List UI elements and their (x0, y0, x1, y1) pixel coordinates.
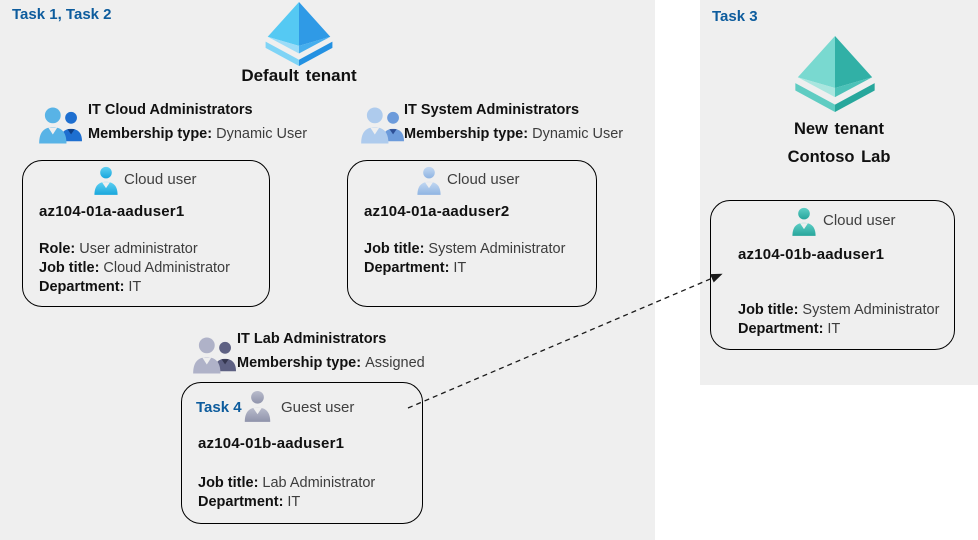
job-title-value: System Administrator (428, 241, 566, 257)
group-it-cloud-administrators: IT Cloud Administrators Membership type:… (88, 102, 307, 144)
user-name: az104-01b-aaduser1 (198, 435, 345, 452)
group-it-lab-administrators: IT Lab Administrators Membership type:As… (237, 331, 425, 373)
job-title-label: Job title: (364, 241, 425, 257)
membership-type-label: Membership type: (404, 126, 529, 142)
user-type-label: Guest user (281, 399, 355, 416)
task-3-label: Task 3 (712, 8, 758, 25)
user-type-label: Cloud user (823, 212, 896, 229)
department-value: IT (827, 321, 841, 337)
job-title-line: Job title:System Administrator (364, 240, 565, 259)
department-label: Department: (198, 494, 284, 510)
department-value: IT (128, 279, 142, 295)
role-value: User administrator (79, 241, 198, 257)
membership-type-line: Membership type:Dynamic User (404, 125, 623, 144)
new-tenant-title-line1: New tenant (793, 120, 884, 138)
membership-type-value: Dynamic User (216, 126, 308, 142)
department-value: IT (453, 260, 467, 276)
department-value: IT (287, 494, 301, 510)
job-title-label: Job title: (738, 302, 799, 318)
membership-type-value: Dynamic User (532, 126, 624, 142)
group-icon-lab-admins (192, 335, 238, 377)
new-tenant-title-line2: Contoso Lab (787, 148, 891, 166)
department-line: Department:IT (39, 278, 141, 297)
cloud-user-icon (416, 166, 442, 196)
cloud-user-icon (791, 207, 817, 237)
card-newtenant-az104-01b-aaduser1: Cloud user az104-01b-aaduser1 Job title:… (710, 200, 955, 350)
card-az104-01a-aaduser1: Cloud user az104-01a-aaduser1 Role:User … (22, 160, 270, 307)
task-4-label: Task 4 (196, 399, 242, 416)
user-name: az104-01a-aaduser1 (39, 203, 185, 220)
role-line: Role:User administrator (39, 240, 198, 259)
task-1-2-label: Task 1, Task 2 (12, 6, 112, 23)
department-line: Department:IT (738, 320, 840, 339)
membership-type-label: Membership type: (88, 126, 213, 142)
card-az104-01a-aaduser2: Cloud user az104-01a-aaduser2 Job title:… (347, 160, 597, 307)
guest-user-icon (243, 390, 272, 423)
department-label: Department: (738, 321, 824, 337)
card-guest-az104-01b-aaduser1: Task 4 Guest user az104-01b-aaduser1 Job… (181, 382, 423, 524)
user-name: az104-01b-aaduser1 (738, 246, 885, 263)
group-title: IT System Administrators (404, 102, 580, 118)
group-icon-system-admins (360, 105, 406, 147)
group-title: IT Cloud Administrators (88, 102, 253, 118)
azure-ad-new-tenant-icon (792, 36, 878, 112)
cloud-user-icon (93, 166, 119, 196)
job-title-value: System Administrator (802, 302, 940, 318)
membership-type-line: Membership type:Dynamic User (88, 125, 307, 144)
role-label: Role: (39, 241, 76, 257)
job-title-line: Job title:System Administrator (738, 301, 939, 320)
group-icon-cloud-admins (38, 105, 84, 147)
user-name: az104-01a-aaduser2 (364, 203, 510, 220)
department-label: Department: (364, 260, 450, 276)
membership-type-label: Membership type: (237, 355, 362, 371)
job-title-line: Job title:Cloud Administrator (39, 259, 230, 278)
job-title-label: Job title: (39, 260, 100, 276)
job-title-label: Job title: (198, 475, 259, 491)
default-tenant-panel (0, 0, 655, 540)
group-title: IT Lab Administrators (237, 331, 387, 347)
user-type-label: Cloud user (447, 171, 520, 188)
department-label: Department: (39, 279, 125, 295)
user-type-label: Cloud user (124, 171, 197, 188)
job-title-value: Cloud Administrator (103, 260, 230, 276)
default-tenant-title: Default tenant (241, 66, 357, 85)
membership-type-value: Assigned (365, 355, 425, 371)
department-line: Department:IT (198, 493, 300, 512)
group-it-system-administrators: IT System Administrators Membership type… (404, 102, 623, 144)
job-title-value: Lab Administrator (262, 475, 376, 491)
job-title-line: Job title:Lab Administrator (198, 474, 375, 493)
membership-type-line: Membership type:Assigned (237, 354, 425, 373)
department-line: Department:IT (364, 259, 466, 278)
azure-ad-tenant-icon (257, 2, 341, 66)
